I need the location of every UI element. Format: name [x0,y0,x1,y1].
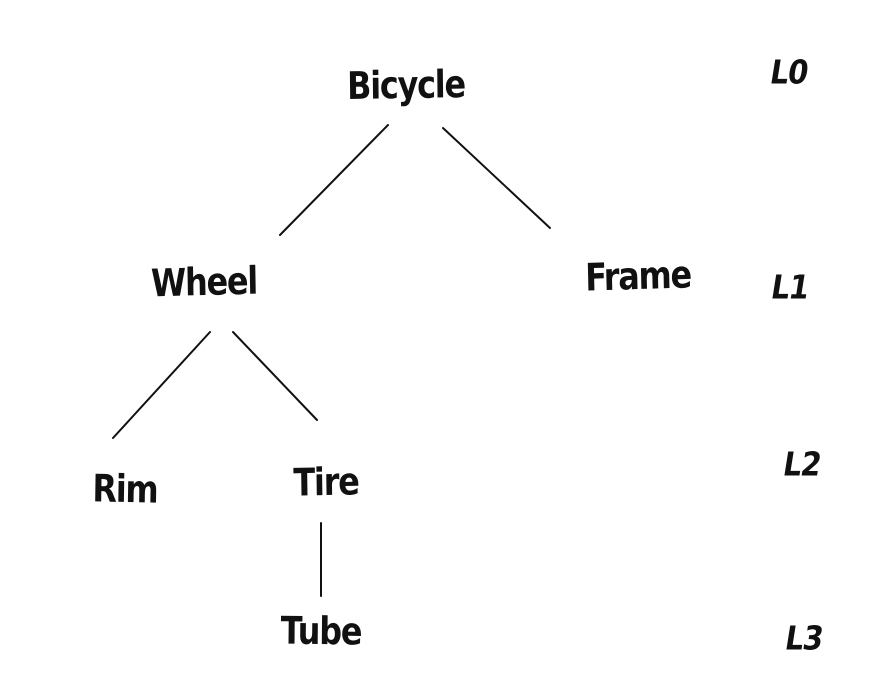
tree-edge-wheel-tire [232,331,318,421]
level-label-l1: L1 [768,267,812,307]
tree-node-wheel: Wheel [150,258,258,306]
level-label-l0: L0 [767,52,811,92]
level-label-l2: L2 [780,444,824,484]
level-label-l3: L3 [782,618,826,658]
tree-node-tube: Tube [280,608,362,654]
tree-node-bicycle: Bicycle [346,62,466,108]
tree-edge-bicycle-frame [442,127,551,229]
tree-edge-bicycle-wheel [279,124,389,236]
tree-node-tire: Tire [293,459,359,505]
tree-node-rim: Rim [92,466,158,512]
tree-edge-wheel-rim [112,331,211,439]
tree-node-frame: Frame [584,252,692,300]
